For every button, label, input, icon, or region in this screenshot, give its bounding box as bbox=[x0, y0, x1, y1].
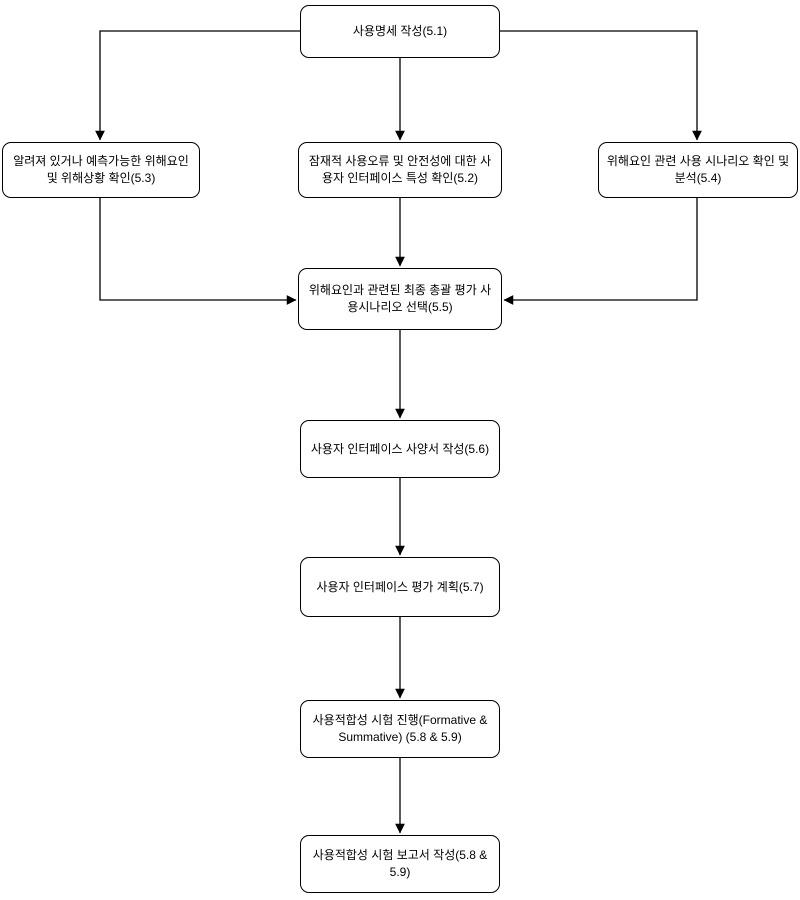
flow-edge-5.4-to-5.5 bbox=[503, 198, 698, 305]
flow-edge-5.1-to-5.4 bbox=[500, 30, 702, 141]
flow-node-5.1: 사용명세 작성(5.1) bbox=[300, 5, 500, 58]
flow-node-label: 5.9) bbox=[389, 865, 411, 879]
flow-node-label: 잠재적 사용오류 및 안전성에 대한 사 bbox=[308, 154, 492, 168]
flow-edge-5.1-to-5.3 bbox=[95, 30, 300, 141]
flow-node-label: 사용명세 작성(5.1) bbox=[352, 24, 448, 38]
flow-edge-5.3-to-5.5 bbox=[99, 198, 297, 305]
flow-node-label: 위해요인과 관련된 최종 총괄 평가 사 bbox=[308, 283, 492, 297]
flow-node-5.8-5.9-test: 사용적합성 시험 진행(Formative & Summative) (5.8 &… bbox=[300, 700, 500, 758]
flow-node-label: 사용적합성 시험 진행(Formative & bbox=[312, 713, 488, 727]
flow-node-5.7: 사용자 인터페이스 평가 계획(5.7) bbox=[300, 557, 500, 617]
flow-node-label: 알려져 있거나 예측가능한 위해요인 bbox=[13, 154, 189, 168]
flow-node-label: 및 위해상황 확인(5.3) bbox=[46, 171, 156, 185]
flow-node-label: 사용자 인터페이스 사양서 작성(5.6) bbox=[310, 441, 490, 456]
flow-node-label: 분석(5.4) bbox=[674, 171, 722, 185]
flow-node-5.8-5.9-report: 사용적합성 시험 보고서 작성(5.8 & 5.9) bbox=[300, 835, 500, 893]
flow-node-label: 위해요인 관련 사용 시나리오 확인 및 bbox=[606, 154, 790, 168]
flow-node-5.6: 사용자 인터페이스 사양서 작성(5.6) bbox=[300, 420, 500, 478]
flow-node-label: 사용자 인터페이스 평가 계획(5.7) bbox=[316, 579, 484, 594]
flow-node-label: 용자 인터페이스 특성 확인(5.2) bbox=[321, 171, 479, 185]
flow-node-label: 사용적합성 시험 보고서 작성(5.8 & bbox=[312, 848, 488, 862]
flow-node-label: Summative) (5.8 & 5.9) bbox=[338, 730, 462, 744]
flow-node-label: 용시나리오 선택(5.5) bbox=[347, 300, 453, 314]
